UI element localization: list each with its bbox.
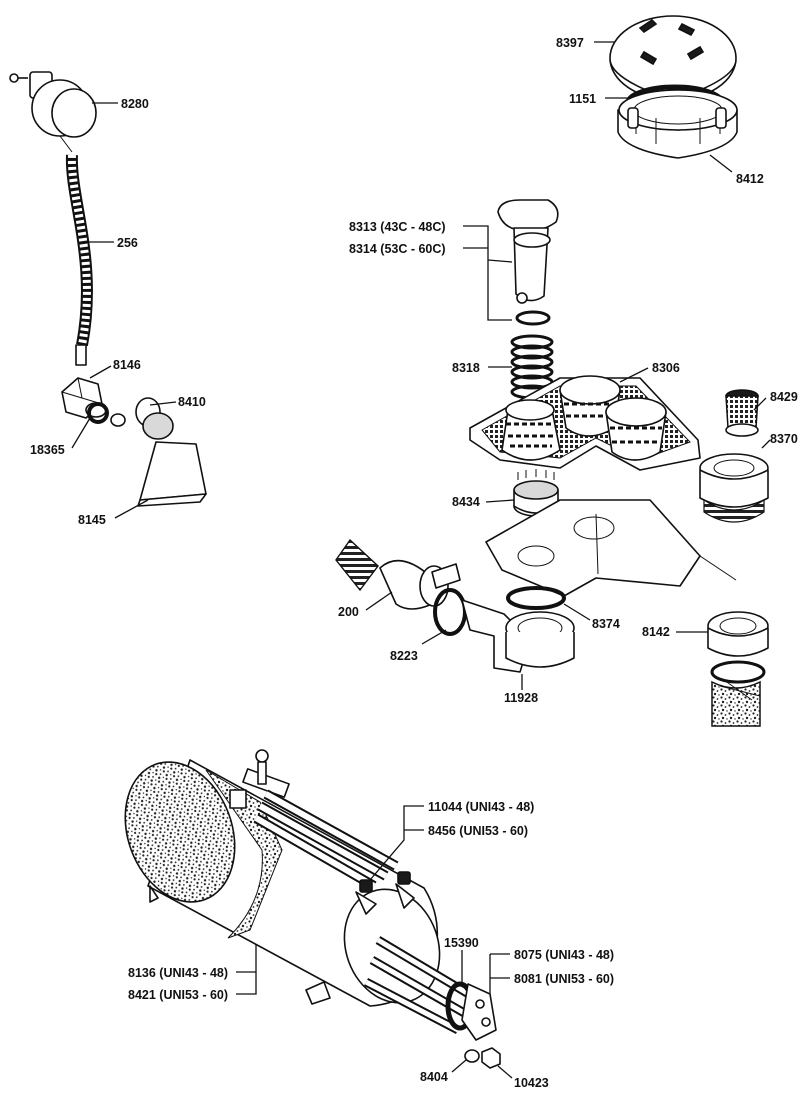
strainer-tube-part bbox=[497, 199, 559, 326]
hose-clamp-part bbox=[433, 588, 467, 636]
leader-lines-middle bbox=[365, 225, 771, 690]
label-8136: 8136 (UNI43 - 48) bbox=[128, 966, 228, 980]
label-11044: 11044 (UNI43 - 48) bbox=[428, 800, 534, 814]
element-flange-part bbox=[461, 983, 497, 1041]
leader-lines-top-left bbox=[71, 102, 177, 519]
label-8404: 8404 bbox=[420, 1070, 448, 1084]
label-8370: 8370 bbox=[770, 432, 798, 446]
label-256: 256 bbox=[117, 236, 138, 250]
gasket-ring-part bbox=[506, 586, 566, 610]
label-8306: 8306 bbox=[652, 361, 680, 375]
label-8318: 8318 bbox=[452, 361, 480, 375]
label-8374: 8374 bbox=[592, 617, 620, 631]
mounting-plate-part bbox=[485, 499, 737, 597]
label-8145: 8145 bbox=[78, 513, 106, 527]
label-8434: 8434 bbox=[452, 495, 480, 509]
label-8421: 8421 (UNI53 - 60) bbox=[128, 988, 228, 1002]
label-1151: 1151 bbox=[569, 92, 596, 106]
mounting-bracket-part bbox=[229, 749, 290, 809]
cover-cap-part bbox=[609, 15, 737, 101]
label-8280: 8280 bbox=[121, 97, 149, 111]
filter-tray-part bbox=[469, 375, 701, 471]
label-8313: 8313 (43C - 48C) bbox=[349, 220, 446, 234]
leader-lines-top-right bbox=[594, 41, 733, 173]
label-8146: 8146 bbox=[113, 358, 141, 372]
hose-part bbox=[65, 154, 93, 366]
label-11928: 11928 bbox=[504, 691, 538, 705]
filter-housing-part bbox=[617, 89, 738, 159]
washer-nut-parts bbox=[464, 1047, 501, 1069]
filter-fitting-part bbox=[699, 453, 769, 523]
label-8410: 8410 bbox=[178, 395, 206, 409]
label-18365: 18365 bbox=[30, 443, 65, 457]
label-8429: 8429 bbox=[770, 390, 798, 404]
heater-tank-part bbox=[124, 759, 441, 1007]
small-strainer-part bbox=[725, 389, 759, 437]
label-8142: 8142 bbox=[642, 625, 670, 639]
intake-hose-part bbox=[335, 538, 461, 610]
label-8397: 8397 bbox=[556, 36, 584, 50]
label-10423: 10423 bbox=[514, 1076, 549, 1090]
label-8456: 8456 (UNI53 - 60) bbox=[428, 824, 528, 838]
label-200: 200 bbox=[338, 605, 359, 619]
label-8075: 8075 (UNI43 - 48) bbox=[514, 948, 614, 962]
label-8412: 8412 bbox=[736, 172, 764, 186]
vent-cap-part bbox=[9, 71, 97, 153]
elbow-fitting-part bbox=[61, 377, 126, 427]
upper-element-part bbox=[253, 789, 415, 915]
elbow-pipe-part bbox=[461, 599, 575, 673]
label-8314: 8314 (53C - 60C) bbox=[349, 242, 446, 256]
leader-lines-bottom bbox=[236, 805, 513, 1079]
label-15390: 15390 bbox=[444, 936, 479, 950]
shower-head-part bbox=[135, 397, 207, 507]
adapter-fitting-part bbox=[707, 611, 769, 727]
label-8223: 8223 bbox=[390, 649, 418, 663]
label-8081: 8081 (UNI53 - 60) bbox=[514, 972, 614, 986]
